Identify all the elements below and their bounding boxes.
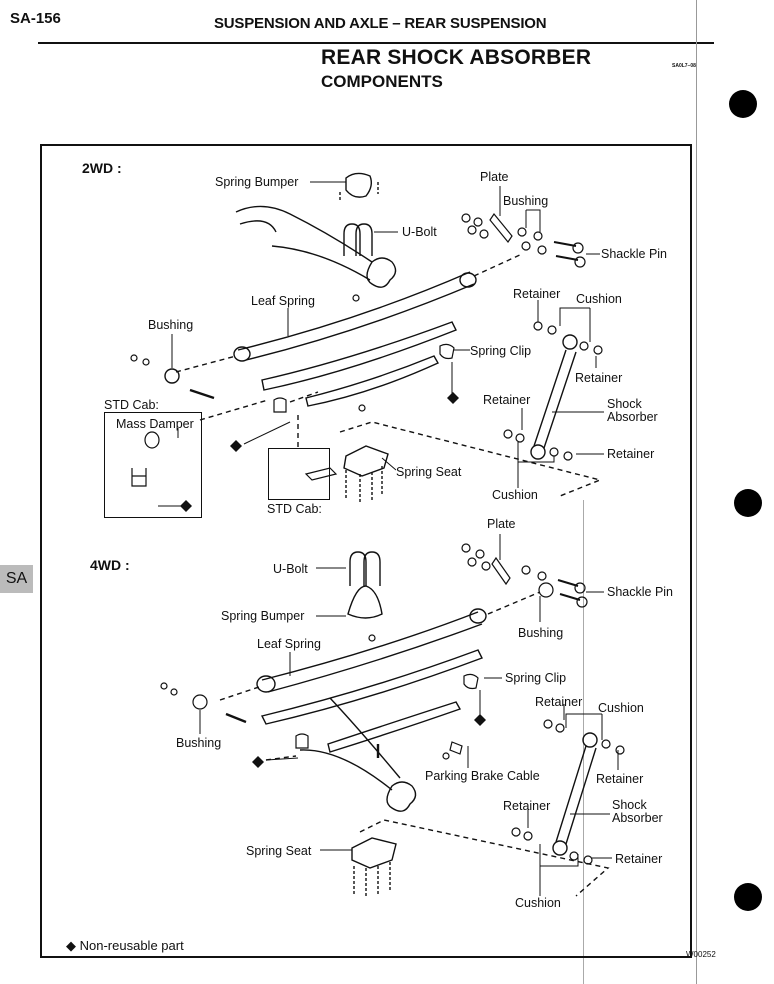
reference-code: SA0L7–08 xyxy=(672,63,696,69)
spring-seat-shape-4wd xyxy=(351,837,397,869)
label-bushing-top: Bushing xyxy=(503,194,549,208)
binding-line xyxy=(696,0,697,984)
std-cab-mass-damper-box xyxy=(104,412,202,518)
label-retainer-upper: Retainer xyxy=(513,287,561,301)
label-leaf-spring: Leaf Spring xyxy=(251,294,315,308)
label-shackle-pin: Shackle Pin xyxy=(601,247,668,261)
spring-seat-shape xyxy=(343,445,389,477)
axle-housing-outline-4wd xyxy=(299,749,393,791)
section-title: SUSPENSION AND AXLE – REAR SUSPENSION xyxy=(214,15,547,32)
heading-2wd: 2WD : xyxy=(82,160,122,176)
label-shackle-pin-4wd: Shackle Pin xyxy=(607,585,674,599)
label-std-cab-1: STD Cab: xyxy=(104,398,159,412)
legend-text: Non-reusable part xyxy=(79,938,184,953)
std-cab-detail-box xyxy=(268,448,330,500)
label-spring-clip: Spring Clip xyxy=(470,344,532,358)
label-bushing-right-4wd: Bushing xyxy=(518,626,564,640)
spring-bumper-shape-4wd xyxy=(347,585,383,619)
non-reusable-diamond-icon xyxy=(447,392,459,404)
non-reusable-diamond-icon: ◆ xyxy=(66,938,76,953)
binder-hole-icon xyxy=(734,883,762,911)
non-reusable-diamond-icon xyxy=(252,756,264,768)
plate-shape xyxy=(489,212,513,244)
label-cushion-upper: Cushion xyxy=(576,292,622,306)
label-bushing-left: Bushing xyxy=(148,318,194,332)
label-spring-bumper: Spring Bumper xyxy=(215,175,299,189)
label-retainer-lower-4wd: Retainer xyxy=(503,799,551,813)
header-rule xyxy=(38,42,714,44)
label-cushion-upper-4wd: Cushion xyxy=(598,701,644,715)
legend: ◆ Non-reusable part xyxy=(66,938,184,954)
spring-clip-shape-4wd xyxy=(463,673,479,690)
section-tab[interactable]: SA xyxy=(0,565,33,593)
label-spring-bumper-4wd: Spring Bumper xyxy=(221,609,305,623)
label-parking-brake-cable: Parking Brake Cable xyxy=(425,769,540,783)
leaf-spring-shape-4wd xyxy=(261,611,479,681)
shock-absorber-body-4wd xyxy=(555,745,597,845)
leaf-spring-shape xyxy=(237,271,471,351)
label-retainer-lower: Retainer xyxy=(483,393,531,407)
spring-clip-shape xyxy=(439,343,455,360)
non-reusable-diamond-icon xyxy=(474,714,486,726)
label-plate: Plate xyxy=(480,170,509,184)
axle-flange xyxy=(366,257,397,288)
binder-hole-icon xyxy=(734,489,762,517)
binder-hole-icon xyxy=(729,90,757,118)
label-plate-4wd: Plate xyxy=(487,517,516,531)
shock-absorber-body xyxy=(533,349,577,449)
page-subtitle: COMPONENTS xyxy=(321,72,443,91)
label-u-bolt-4wd: U-Bolt xyxy=(273,562,308,576)
label-spring-seat-4wd: Spring Seat xyxy=(246,844,312,858)
page-number: SA-156 xyxy=(10,10,61,27)
label-u-bolt: U-Bolt xyxy=(402,225,437,239)
label-retainer-lower-right: Retainer xyxy=(607,447,655,461)
plate-shape-4wd xyxy=(491,556,511,586)
label-retainer-upper-right: Retainer xyxy=(575,371,623,385)
label-leaf-spring-4wd: Leaf Spring xyxy=(257,637,321,651)
label-bushing-left-4wd: Bushing xyxy=(176,736,222,750)
label-shock-absorber-4wd: Shock Absorber xyxy=(612,798,663,825)
label-spring-clip-4wd: Spring Clip xyxy=(505,671,567,685)
diagram-frame xyxy=(40,144,692,958)
spring-bumper-shape xyxy=(345,172,373,198)
axle-housing-outline xyxy=(235,205,373,263)
figure-id: W00252 xyxy=(686,950,716,959)
label-retainer-upper-right-4wd: Retainer xyxy=(596,772,644,786)
heading-4wd: 4WD : xyxy=(90,557,130,573)
label-spring-seat: Spring Seat xyxy=(396,465,462,479)
label-cushion-lower: Cushion xyxy=(492,488,538,502)
label-cushion-lower-4wd: Cushion xyxy=(515,896,561,910)
u-bolt-shape xyxy=(343,223,361,256)
page-title: REAR SHOCK ABSORBER xyxy=(321,46,592,69)
non-reusable-diamond-icon xyxy=(180,500,192,512)
label-shock-absorber: Shock Absorber xyxy=(607,397,658,424)
label-retainer-upper-4wd: Retainer xyxy=(535,695,583,709)
label-mass-damper: Mass Damper xyxy=(116,417,194,431)
label-std-cab-2: STD Cab: xyxy=(267,502,322,516)
u-bolt-shape-4wd xyxy=(349,551,367,586)
non-reusable-diamond-icon xyxy=(230,440,242,452)
label-retainer-lower-right-4wd: Retainer xyxy=(615,852,663,866)
